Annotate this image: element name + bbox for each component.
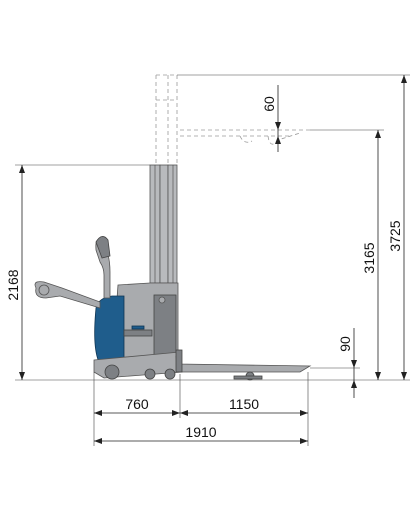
dim-label-1150: 1150 [229,396,259,412]
dim-label-3725: 3725 [387,220,403,251]
dim-overall-length: 1910 [94,424,308,444]
dim-label-3165: 3165 [361,242,377,273]
tiller-handle-lowered [34,281,101,309]
mast [149,164,178,284]
forks [175,349,312,373]
dim-label-1910: 1910 [185,424,216,440]
dim-head-length: 760 [94,396,180,416]
dim-max-lift-height: 3165 [310,129,384,380]
dim-label-90: 90 [337,336,353,352]
dim-lowered-fork-height: 90 [310,328,360,398]
dim-label-60: 60 [261,96,277,112]
dim-overall-height-raised: 3725 [177,74,410,380]
dim-label-2168: 2168 [5,269,21,300]
wheels [104,364,263,381]
dim-overall-height-lowered: 2168 [5,164,150,380]
dim-free-lift-clearance: 60 [261,85,281,152]
raised-mast-ghost [155,74,178,165]
raised-fork-ghost [180,129,310,145]
dim-fork-length: 1150 [180,396,308,416]
tiller-arm [95,236,111,299]
dim-label-760: 760 [125,396,149,412]
stacker-body [93,282,183,379]
